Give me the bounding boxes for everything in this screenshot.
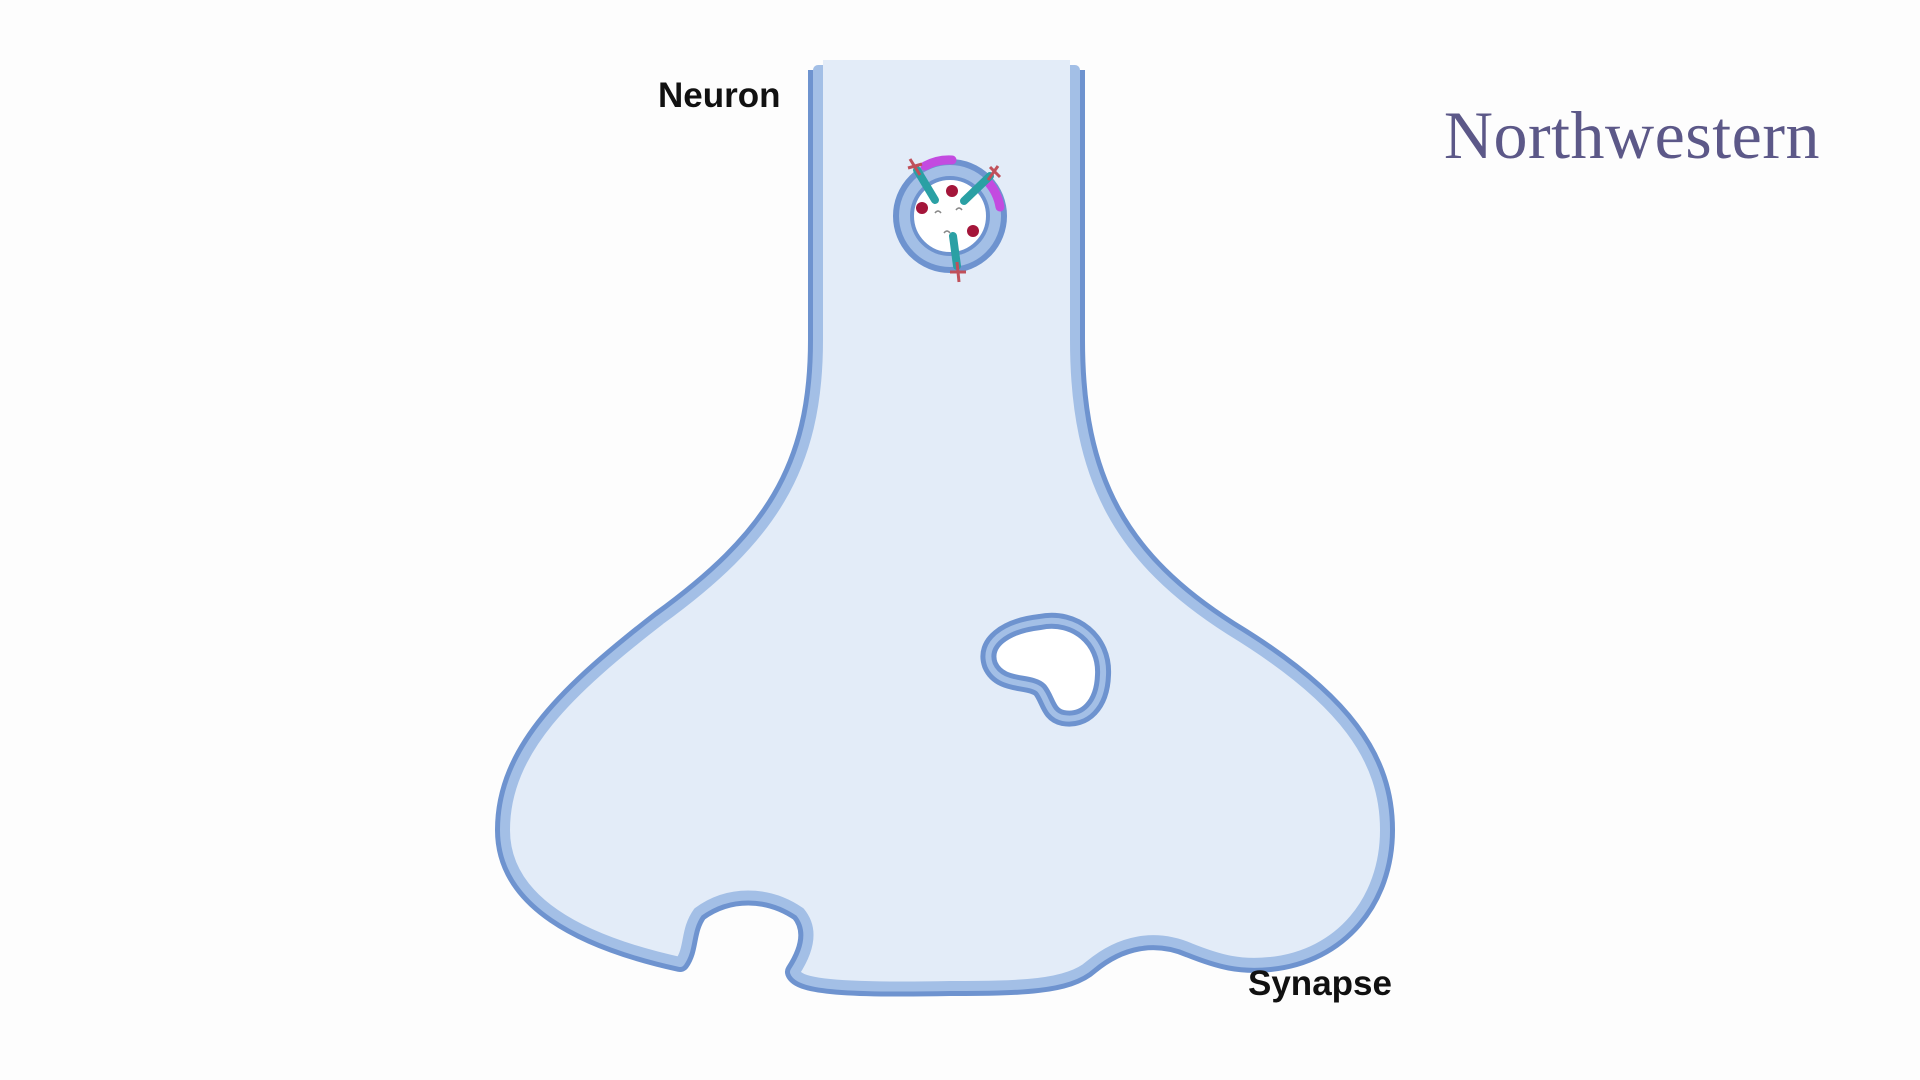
cargo-trace <box>955 207 963 211</box>
cargo-molecule <box>946 185 958 197</box>
synapse-label: Synapse <box>1248 964 1392 1003</box>
axon-open-top <box>823 60 1070 76</box>
cargo-trace <box>934 210 942 214</box>
kidney-vesicle-inner-ring <box>985 617 1107 722</box>
cargo-molecule <box>967 225 979 237</box>
cargo-trace <box>943 230 951 234</box>
neuron-label: Neuron <box>658 76 781 115</box>
red-pin <box>986 165 1002 181</box>
neuron-terminal-cytoplasm <box>500 65 1390 992</box>
transporter-rod <box>949 232 961 270</box>
red-pin <box>950 261 966 283</box>
synaptic-vesicle <box>893 155 1007 283</box>
northwestern-wordmark: Northwestern <box>1443 97 1820 173</box>
purple-tag <box>920 155 957 171</box>
cargo-molecule <box>916 202 928 214</box>
transporter-rod <box>960 172 994 205</box>
red-pin <box>907 158 923 176</box>
